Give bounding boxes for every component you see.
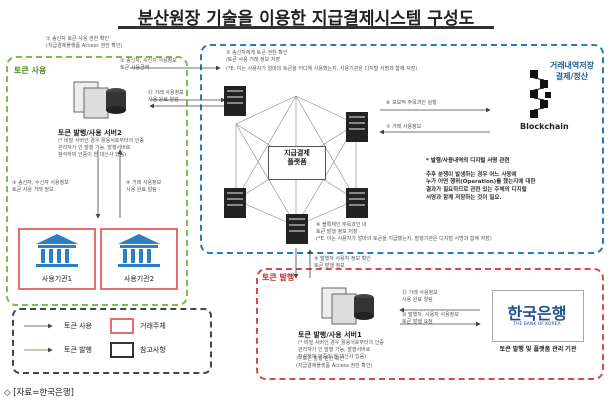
institution1-label: 사용기관1 [41,275,73,283]
step-5: ⑤ 송신자에게 토큰 권한 확인 /토큰 사용 거래 정보 저장 [226,50,288,63]
bank-building-icon [118,234,160,267]
step-4: ④ 거래 사용정보 사용 완료 알림 [126,180,162,193]
step-1: ① 송신자 토큰 사용 권한 확인 (지급결제플랫폼 Access 권한 확인) [46,36,123,49]
server2-note: (* 비밀 서버인 경우 활용서로부터의 인증 관리자가 인 발행 가능, 발행… [58,138,144,158]
node-server-icon [224,188,246,218]
hub-line2: 플랫폼 [287,158,307,167]
blockchain-label: Blockchain [520,122,569,131]
node-server-icon [224,86,246,116]
server1-label: 토큰 발행/사용 서버1 [298,331,362,339]
server1-note: (* 비밀 서버인 경우 활용서로부터의 인증 관리자가 인 발행 가능, 발행… [298,340,384,360]
step-11: ⑪ 토큰 발행 권한 확인 (지급결제플랫폼 Access 권한 확인) [296,356,373,369]
source-caption: ◇ [자료=한국은행] [4,388,74,398]
bank-building-icon [36,234,78,267]
step-12: ⑫ 거래 사용정보 사용 완료 알림 [402,290,438,303]
title-underline [118,26,494,29]
step-13: ⑬ 거래 사용정보 사용 완료 알림 [148,90,184,103]
server-stack-icon [73,81,126,119]
legend-trade-subject: 거래주체 [140,322,166,330]
legend-reference-swatch [110,342,134,358]
step-9: ⑨ 발행자 사용자 정보 확인 토큰 발행 정보 [314,256,371,269]
step-7: ⑦ 거래 사용정보 [386,124,422,130]
hub-line1: 지급결제 [284,149,310,157]
bok-logo-box [492,290,584,342]
bok-logo-text: 한국은행 [507,304,567,323]
node-server-icon [346,188,368,218]
payment-platform-hub: 지급결제 플랫폼 [268,146,326,180]
step-6: ⑥ 보보적 주목과인 실행 [386,100,437,106]
ledger-label: 거래내역저장 결제/정산 [549,61,594,81]
step-2: ② 송신자, 수신자 사용정보 토큰 사용금액 [120,58,177,71]
step-10: ⑩ 발행자, 사용자 사용정보 토큰 발행 요청 [402,312,459,325]
legend-arrows [24,323,53,353]
token-issue-region [256,268,604,380]
legend-token-issue: 토큰 발행 [64,346,92,354]
token-issue-label: 토큰 발행 [262,273,295,282]
bok-caption: 토큰 발행 및 플랫폼 관리 기관 [499,346,577,353]
step-5-sub: (*E. 이는 사용자가 얼마의 토큰을 어디에 사용했는지, 사용기관은 디지… [226,66,418,72]
step-8-sub: (*E. 이는 사용자가 얼마의 토큰을 지급했는지, 발행기관은 디지털 서명… [316,236,492,242]
note-title: * 발행/사용내역의 디지털 서명 관련 [426,158,510,164]
server2-label: 토큰 발행/사용 서버2 [58,129,122,137]
token-use-label: 토큰 사용 [14,66,47,75]
server-stack-icon [321,287,374,325]
step-8: ⑧ 블록체인 주목과인 내 토큰 발행 정보 저장 [316,222,367,235]
node-server-icon [346,112,368,142]
legend-trade-subject-swatch [110,318,134,334]
note-body: 추후 분쟁이 발생하는 경우 어느 사용에 누가 어떤 행위(Operation… [426,171,536,201]
ledger-region [200,44,604,254]
signature-note: * 발행/사용내역의 디지털 서명 관련 추후 분쟁이 발생하는 경우 어느 사… [426,158,594,202]
diagram-title: 분산원장 기술을 이용한 지급결제시스템 구성도 [137,9,475,29]
bok-logo-subtext: THE BANK OF KOREA [513,322,561,327]
legend-token-use: 토큰 사용 [64,322,92,330]
institution2-box: 사용기관2 [100,228,178,290]
legend [12,308,212,374]
node-server-icon [286,214,308,244]
legend-reference: 참고사항 [140,346,166,354]
institution1-box: 사용기관1 [18,228,96,290]
step-3: ③ 송신자, 수신자 사용정보 토큰 사용 거래 정보 [12,180,69,193]
token-use-region [6,56,188,306]
institution2-label: 사용기관2 [123,275,155,283]
